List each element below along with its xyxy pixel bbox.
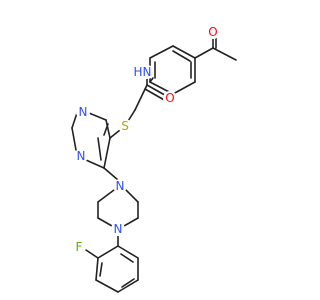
atom-layer: O N H O S N N N N — [72, 25, 220, 254]
bond-layer — [71, 31, 237, 293]
bond-13 — [149, 77, 154, 83]
bond-26 — [97, 137, 102, 161]
atom-label-o: O — [208, 25, 217, 39]
bond-39 — [117, 279, 139, 293]
atom-s-thioether: S — [118, 119, 132, 133]
atom-label-s: S — [121, 119, 129, 133]
atom-n-pyrimidine-3: N — [74, 149, 88, 163]
atom-o-amide: O — [163, 91, 177, 105]
bond-16 — [144, 88, 167, 102]
bond-27 — [103, 123, 109, 136]
bond-20 — [105, 119, 111, 139]
bond-24 — [85, 159, 105, 169]
bond-8 — [149, 45, 174, 59]
chemical-structure: O N H O S N N N N — [71, 25, 237, 293]
atom-label-o: O — [165, 91, 174, 105]
bond-41 — [117, 245, 139, 259]
atom-label-n: N — [143, 65, 152, 79]
bond-21 — [88, 112, 107, 121]
atom-h-amide: H — [133, 65, 142, 79]
atom-label-n: N — [77, 149, 86, 163]
bond-5 — [172, 81, 196, 95]
atom-o-acetyl: O — [206, 25, 220, 39]
atom-label-n: N — [116, 179, 125, 193]
bond-23 — [71, 127, 77, 151]
bond-17 — [134, 84, 148, 111]
atom-label-f: F — [76, 240, 83, 254]
bond-31 — [123, 217, 139, 227]
bond-25 — [103, 137, 111, 169]
atom-n-piperazine-1: N — [113, 179, 127, 193]
bond-37 — [95, 257, 99, 281]
bond-2 — [212, 47, 237, 61]
atom-label-h: H — [133, 65, 142, 79]
bond-28 — [103, 167, 119, 181]
bond-45 — [85, 249, 99, 259]
bond-38 — [95, 279, 119, 293]
bond-32 — [97, 217, 113, 227]
bond-9 — [172, 45, 196, 59]
bond-43 — [121, 278, 135, 288]
bond-42 — [99, 262, 103, 277]
atom-f: F — [72, 240, 86, 254]
bond-22 — [71, 112, 78, 129]
bond-3 — [194, 47, 214, 59]
atom-n-pyrimidine-1: N — [76, 105, 90, 119]
bond-34 — [97, 189, 115, 203]
atom-label-n: N — [79, 105, 88, 119]
bond-44 — [120, 253, 134, 263]
bond-12 — [172, 50, 191, 62]
atom-n-piperazine-4: N — [111, 222, 125, 236]
bond-36 — [97, 245, 119, 259]
bond-29 — [125, 189, 139, 203]
atom-n-amide: N — [140, 65, 154, 79]
atom-label-n: N — [114, 222, 123, 236]
